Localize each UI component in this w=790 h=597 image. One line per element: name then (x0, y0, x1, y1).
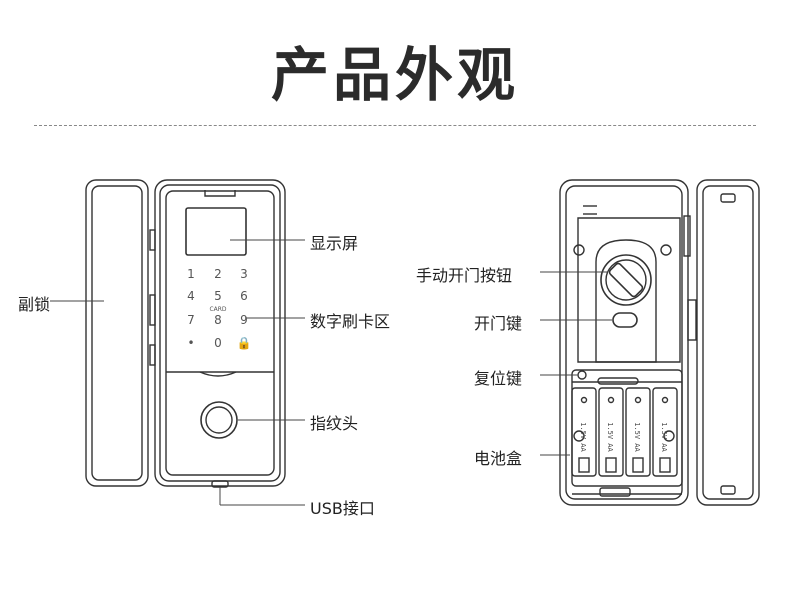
keypad-key: 6 (240, 289, 248, 303)
open-key (612, 312, 638, 328)
label-display: 显示屏 (310, 234, 359, 253)
keypad-key: 🔒 (237, 336, 252, 350)
keypad-key: • (187, 336, 194, 350)
label-reset-key: 复位键 (474, 369, 523, 388)
label-keypad: 数字刷卡区 (310, 312, 391, 331)
keypad-key: 5 (214, 289, 222, 303)
page-title: 产品外观 (270, 41, 519, 109)
title-divider (34, 125, 756, 126)
keypad-key: 7 (187, 313, 195, 327)
keypad-key: 1 (187, 267, 195, 281)
keypad-key: 0 (214, 336, 222, 350)
card-text: CARD (209, 306, 226, 313)
back-sub-lock (696, 179, 760, 506)
main-lock-back (559, 179, 697, 506)
display-screen (185, 207, 247, 256)
label-sub-lock: 副锁 (18, 295, 51, 314)
keypad-key: 3 (240, 267, 248, 281)
keypad-key: 4 (187, 289, 195, 303)
keypad-key: 8 (214, 313, 222, 327)
label-usb: USB接口 (310, 499, 375, 518)
manual-open-knob (600, 254, 652, 306)
keypad-key: 2 (214, 267, 222, 281)
battery-cells (571, 387, 678, 477)
label-battery-box: 电池盒 (474, 449, 523, 468)
battery-label: 1.5V AA (606, 422, 614, 452)
label-manual-knob: 手动开门按钮 (416, 266, 513, 285)
battery-label: 1.5V AA (579, 422, 587, 452)
main-lock-front (149, 179, 286, 488)
battery-label: 1.5V AA (633, 422, 641, 452)
keypad-key: 9 (240, 313, 248, 327)
sub-lock-body (85, 179, 149, 487)
fingerprint-sensor (200, 401, 238, 439)
label-open-key: 开门键 (474, 314, 523, 333)
battery-label: 1.5V AA (660, 422, 668, 452)
label-fingerprint: 指纹头 (310, 414, 359, 433)
